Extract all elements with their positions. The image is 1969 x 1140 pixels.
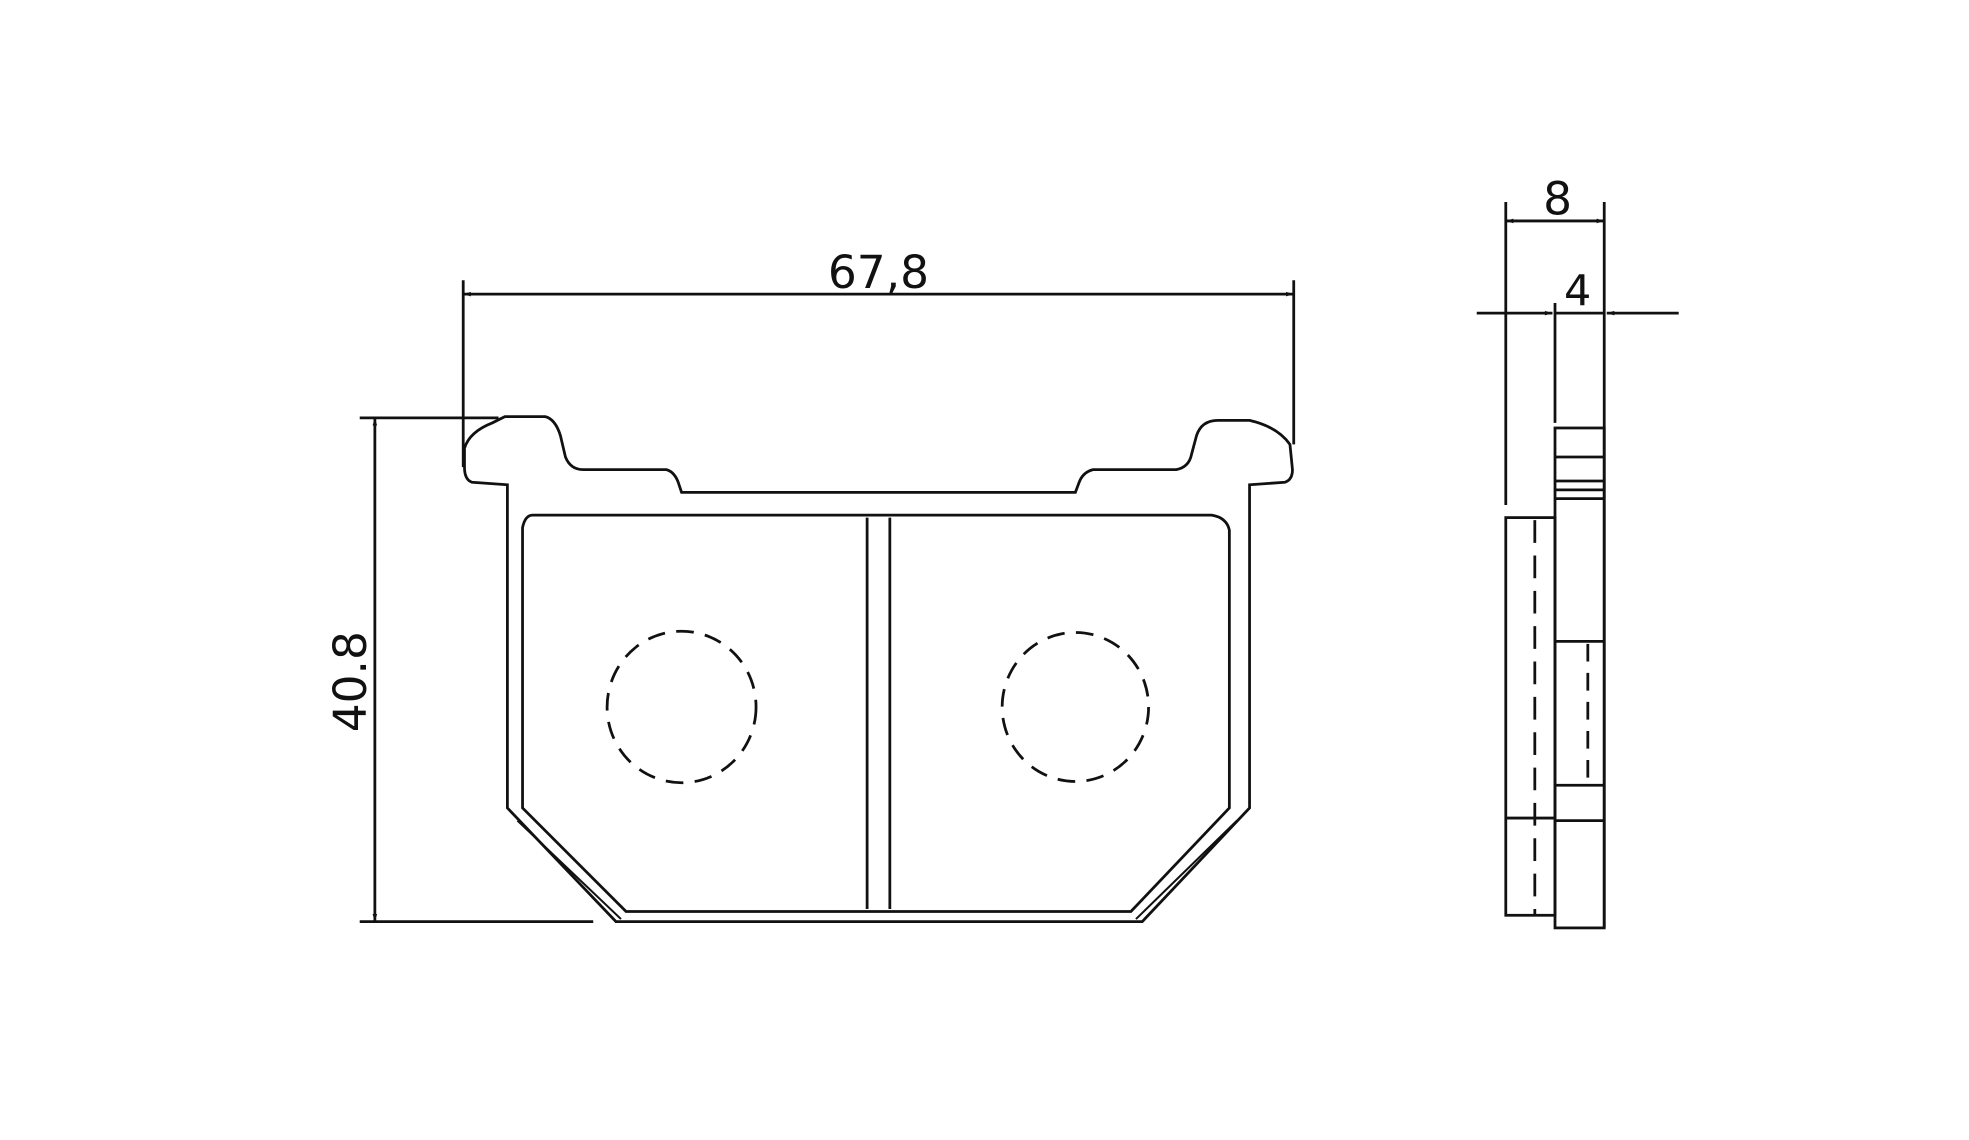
thickness-plate-label: 4: [1564, 267, 1591, 317]
right-hole-dashed: [1000, 631, 1150, 783]
friction-material-outline: [521, 513, 1231, 913]
thickness-total-label: 8: [1543, 173, 1572, 226]
height-dimension-label: 40.8: [324, 631, 377, 732]
side-backing-plate: [1553, 426, 1606, 930]
backing-plate-outline: [463, 415, 1294, 923]
width-dimension-label: 67,8: [828, 246, 929, 299]
side-friction-material: [1504, 516, 1557, 917]
left-hole-dashed: [605, 629, 758, 785]
